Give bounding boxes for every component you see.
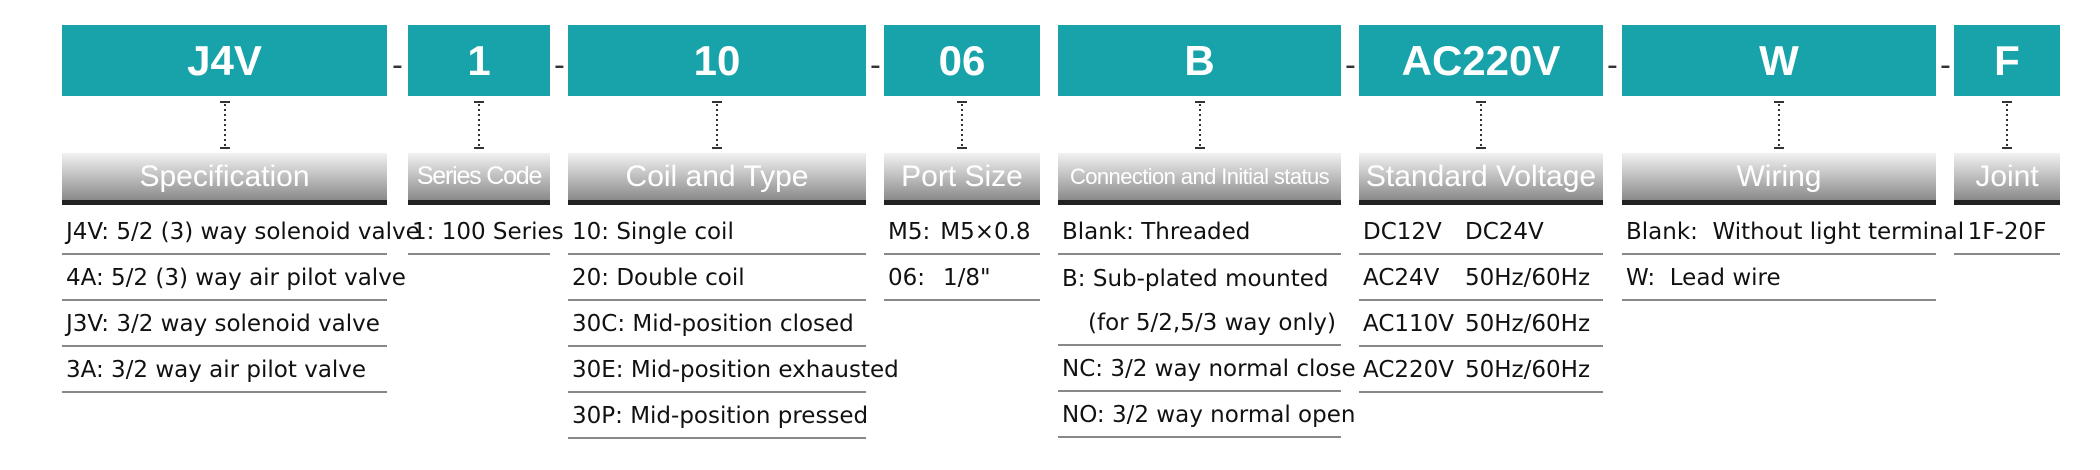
connector-icon bbox=[1195, 101, 1205, 149]
spec-item: 3A: 3/2 way air pilot valve bbox=[66, 356, 367, 383]
separator: - bbox=[870, 48, 881, 83]
voltage-value: AC24V bbox=[1363, 264, 1440, 291]
connection-item: B: Sub-plated mounted bbox=[1062, 265, 1329, 292]
code-box-connection: B bbox=[1058, 25, 1341, 96]
code-box-voltage: AC220V bbox=[1359, 25, 1603, 96]
coil-item: 20: Double coil bbox=[572, 264, 745, 291]
list-item: 1: 100 Series bbox=[408, 210, 564, 255]
header-joint: Joint bbox=[1954, 153, 2060, 205]
list-item: 30P: Mid-position pressed bbox=[568, 394, 869, 439]
connection-item: NC: 3/2 way normal close bbox=[1062, 355, 1356, 382]
port-value: M5×0.8 bbox=[940, 218, 1031, 245]
voltage-freq: DC24V bbox=[1465, 218, 1544, 245]
list-item: 06: 1/8" bbox=[884, 256, 1040, 301]
voltage-freq: 50Hz/60Hz bbox=[1465, 310, 1591, 337]
connection-item: NO: 3/2 way normal open bbox=[1062, 401, 1356, 428]
list-item: AC220V 50Hz/60Hz bbox=[1359, 348, 1603, 393]
list-item: DC12V DC24V bbox=[1359, 210, 1603, 255]
coil-item: 30C: Mid-position closed bbox=[572, 310, 854, 337]
header-wiring: Wiring bbox=[1622, 153, 1936, 205]
spec-item: J4V: 5/2 (3) way solenoid valve bbox=[66, 218, 420, 245]
voltage-freq: 50Hz/60Hz bbox=[1465, 356, 1591, 383]
code-box-series: 1 bbox=[408, 25, 550, 96]
list-item: 30C: Mid-position closed bbox=[568, 302, 866, 347]
connector-icon bbox=[2002, 101, 2012, 149]
connector-icon bbox=[957, 101, 967, 149]
header-standard-voltage: Standard Voltage bbox=[1359, 153, 1603, 205]
port-code: M5: bbox=[888, 218, 931, 245]
code-box-spec: J4V bbox=[62, 25, 387, 96]
list-item: NC: 3/2 way normal close bbox=[1058, 347, 1356, 392]
wiring-item: Blank: Without light terminal bbox=[1626, 218, 1965, 245]
list-item: Blank: Without light terminal bbox=[1622, 210, 1964, 255]
list-item: Blank: Threaded bbox=[1058, 210, 1341, 255]
connection-item: (for 5/2,5/3 way only) bbox=[1088, 309, 1337, 336]
list-item: M5: M5×0.8 bbox=[884, 210, 1040, 255]
connector-icon bbox=[1476, 101, 1486, 149]
code-box-coil: 10 bbox=[568, 25, 866, 96]
list-item: NO: 3/2 way normal open bbox=[1058, 393, 1355, 438]
list-item: 3A: 3/2 way air pilot valve bbox=[62, 348, 387, 393]
voltage-value: AC110V bbox=[1363, 310, 1455, 337]
connector-icon bbox=[220, 101, 230, 149]
list-item: W: Lead wire bbox=[1622, 256, 1936, 301]
header-series-code: Series Code bbox=[408, 153, 550, 205]
port-value: 1/8" bbox=[943, 264, 991, 291]
coil-item: 10: Single coil bbox=[572, 218, 734, 245]
list-item: AC110V 50Hz/60Hz bbox=[1359, 302, 1603, 347]
joint-item: 1F-20F bbox=[1967, 218, 2047, 245]
code-box-port: 06 bbox=[884, 25, 1040, 96]
header-coil-type: Coil and Type bbox=[568, 153, 866, 205]
list-item: 10: Single coil bbox=[568, 210, 866, 255]
coil-item: 30E: Mid-position exhausted bbox=[572, 356, 899, 383]
connection-item: Blank: Threaded bbox=[1062, 218, 1251, 245]
wiring-item: W: Lead wire bbox=[1626, 264, 1781, 291]
list-item: 4A: 5/2 (3) way air pilot valve bbox=[62, 256, 406, 301]
connector-icon bbox=[712, 101, 722, 149]
code-box-joint: F bbox=[1954, 25, 2060, 96]
connector-icon bbox=[474, 101, 484, 149]
list-item: B: Sub-plated mounted bbox=[1058, 256, 1341, 301]
code-box-wiring: W bbox=[1622, 25, 1936, 96]
voltage-value: AC220V bbox=[1363, 356, 1455, 383]
header-connection: Connection and Initial status bbox=[1058, 153, 1341, 205]
list-item: AC24V 50Hz/60Hz bbox=[1359, 256, 1603, 301]
list-item: 1F-20F bbox=[1954, 210, 2060, 255]
separator: - bbox=[1607, 48, 1618, 83]
list-item: J3V: 3/2 way solenoid valve bbox=[62, 302, 387, 347]
list-item: J4V: 5/2 (3) way solenoid valve bbox=[62, 210, 420, 255]
voltage-value: DC12V bbox=[1363, 218, 1442, 245]
list-item: 30E: Mid-position exhausted bbox=[568, 348, 899, 393]
spec-item: 4A: 5/2 (3) way air pilot valve bbox=[66, 264, 406, 291]
separator: - bbox=[392, 48, 403, 83]
voltage-freq: 50Hz/60Hz bbox=[1465, 264, 1591, 291]
connector-icon bbox=[1774, 101, 1784, 149]
separator: - bbox=[1345, 48, 1356, 83]
list-item: 20: Double coil bbox=[568, 256, 866, 301]
coil-item: 30P: Mid-position pressed bbox=[572, 402, 869, 429]
header-port-size: Port Size bbox=[884, 153, 1040, 205]
header-specification: Specification bbox=[62, 153, 387, 205]
port-code: 06: bbox=[888, 264, 926, 291]
list-item: (for 5/2,5/3 way only) bbox=[1058, 301, 1341, 346]
separator: - bbox=[1940, 48, 1951, 83]
series-item: 1: 100 Series bbox=[412, 218, 564, 245]
spec-item: J3V: 3/2 way solenoid valve bbox=[66, 310, 380, 337]
separator: - bbox=[554, 48, 565, 83]
